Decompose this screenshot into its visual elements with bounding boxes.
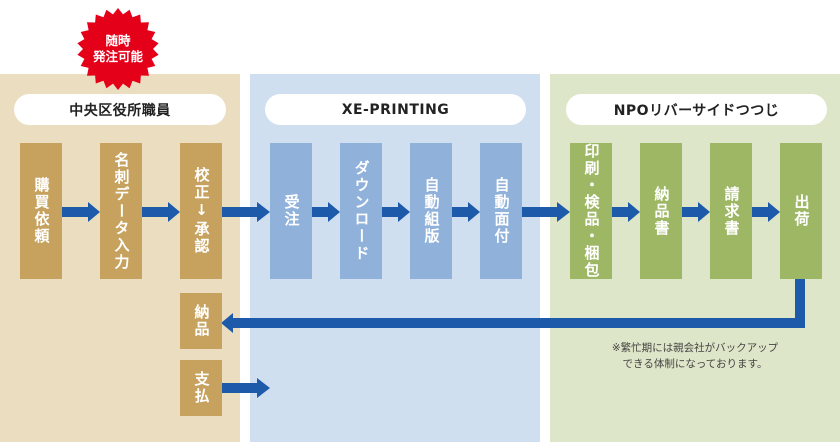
section-label-npo-riverside: NPOリバーサイドつつじ xyxy=(566,94,827,125)
badge-line-2: 発注可能 xyxy=(92,49,143,64)
starburst-badge-icon xyxy=(77,8,159,90)
step-purchase-request: 購買依頼 xyxy=(20,143,62,279)
step-order-receipt: 受注 xyxy=(270,143,312,279)
note-line-1: ※繁忙期には親会社がバックアップ xyxy=(611,342,779,354)
arrow-shaft xyxy=(142,207,169,217)
busy-season-note: ※繁忙期には親会社がバックアップ できる体制になっております。 xyxy=(575,341,815,373)
arrow-head xyxy=(398,202,410,222)
arrow-shaft xyxy=(612,207,629,217)
arrow-head xyxy=(468,202,480,222)
arrow-shaft xyxy=(752,207,769,217)
arrow-shaft xyxy=(452,207,469,217)
return-arrow-shaft xyxy=(232,318,805,328)
section-label-xe-printing: XE-PRINTING xyxy=(265,94,526,125)
arrow-head xyxy=(698,202,710,222)
arrow-shaft xyxy=(62,207,89,217)
step-auto-typesetting: 自動組版 xyxy=(410,143,452,279)
arrow-head xyxy=(88,202,100,222)
arrow-head xyxy=(768,202,780,222)
badge-text: 随時 発注可能 xyxy=(76,7,160,91)
section-label-city-office: 中央区役所職員 xyxy=(14,94,226,125)
arrow-head xyxy=(328,202,340,222)
payment-arrow-shaft xyxy=(222,383,258,393)
arrow-head xyxy=(557,202,570,222)
arrow-head xyxy=(628,202,640,222)
step-payment: 支払 xyxy=(180,360,222,416)
arrow-head xyxy=(257,202,270,222)
payment-arrow-head xyxy=(257,378,270,398)
step-business-card-data-entry: 名刺データ入力 xyxy=(100,143,142,279)
step-invoice: 請求書 xyxy=(710,143,752,279)
arrow-shaft xyxy=(222,207,258,217)
note-line-2: できる体制になっております。 xyxy=(622,357,768,370)
step-print-inspect-pack: 印刷・検品・梱包 xyxy=(570,143,612,279)
step-delivery: 納品 xyxy=(180,293,222,349)
step-proof-approval: 校正↓承認 xyxy=(180,143,222,279)
step-auto-imposition: 自動面付 xyxy=(480,143,522,279)
step-download: ダウンロード xyxy=(340,143,382,279)
arrow-shaft xyxy=(682,207,699,217)
arrow-shaft xyxy=(522,207,558,217)
arrow-shaft xyxy=(312,207,329,217)
return-arrow-head xyxy=(221,313,233,333)
return-arrow-down xyxy=(795,279,805,328)
arrow-head xyxy=(168,202,180,222)
step-delivery-note: 納品書 xyxy=(640,143,682,279)
step-shipping: 出荷 xyxy=(780,143,822,279)
arrow-shaft xyxy=(382,207,399,217)
badge-line-1: 随時 xyxy=(105,32,131,48)
